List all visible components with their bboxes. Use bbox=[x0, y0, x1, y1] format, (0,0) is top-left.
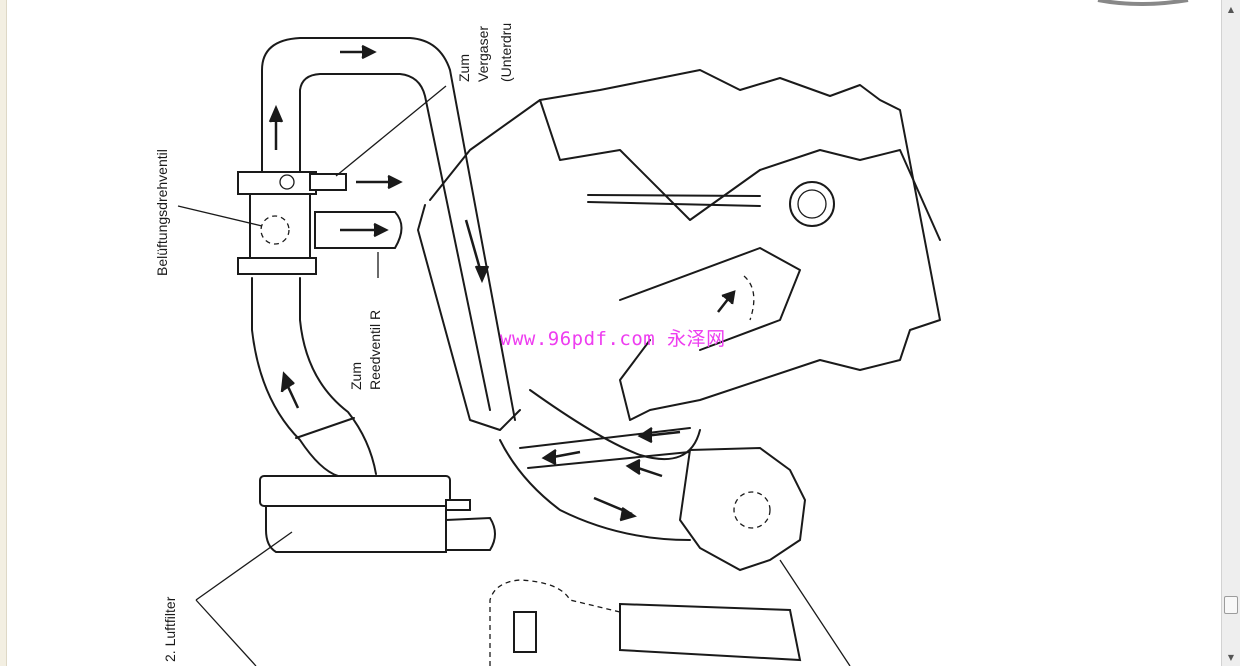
vergaser-label-1: Zum bbox=[456, 54, 472, 82]
lower-component bbox=[619, 602, 802, 662]
valve-cap-top bbox=[237, 171, 317, 195]
valve-cap-bottom bbox=[237, 257, 317, 275]
document-page bbox=[6, 0, 1221, 666]
valve-screw bbox=[279, 174, 295, 190]
vent-hose bbox=[261, 37, 516, 421]
scroll-thumb[interactable] bbox=[1224, 596, 1238, 614]
ventil-label: Belüftungsdrehventil bbox=[154, 149, 170, 276]
valve-rotor bbox=[260, 215, 290, 245]
reed-label-1: Zum bbox=[348, 362, 364, 390]
lower-fitting bbox=[513, 611, 537, 653]
scroll-down-arrow-icon[interactable]: ▼ bbox=[1227, 652, 1235, 662]
air-filter-lid bbox=[259, 475, 451, 507]
luftfilter-label: 2. Luftfilter bbox=[162, 596, 178, 662]
watermark-text: www.96pdf.com 永泽网 bbox=[500, 328, 726, 350]
scroll-up-arrow-icon[interactable]: ▲ bbox=[1227, 4, 1235, 14]
filter-hose bbox=[251, 277, 339, 477]
valve-body bbox=[249, 193, 311, 261]
vertical-scrollbar[interactable]: ▲ ▼ bbox=[1221, 0, 1240, 666]
engine-block bbox=[429, 69, 941, 421]
vergaser-label-3: (Unterdru bbox=[498, 22, 514, 82]
reed-valve-housing bbox=[678, 446, 807, 572]
spark-plug-bore bbox=[789, 181, 835, 227]
vergaser-label-2: Vergaser bbox=[475, 25, 491, 82]
air-filter-body bbox=[265, 505, 447, 553]
vergaser-port bbox=[309, 173, 347, 191]
reed-label-2: Reedventil R bbox=[367, 309, 383, 390]
flow-arrows bbox=[268, 44, 736, 522]
page-corner-mark bbox=[1097, 0, 1189, 6]
